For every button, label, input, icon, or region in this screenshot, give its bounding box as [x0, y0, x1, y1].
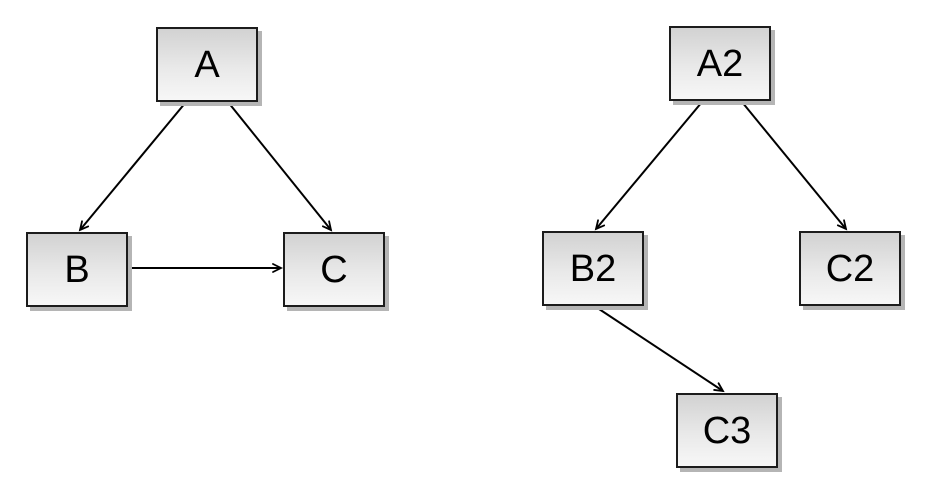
node-a[interactable]: A: [156, 27, 258, 102]
node-b[interactable]: B: [26, 232, 128, 307]
node-a-label: A: [194, 43, 220, 86]
node-a2-label: A2: [696, 42, 744, 85]
edge-a-c[interactable]: [227, 101, 333, 232]
node-c2[interactable]: C2: [799, 231, 901, 306]
node-c3-label: C3: [702, 409, 752, 452]
node-c2-label: C2: [825, 247, 875, 290]
node-c[interactable]: C: [283, 232, 385, 307]
edge-b2-c3[interactable]: [595, 306, 725, 393]
node-b2-label: B2: [569, 247, 617, 290]
node-c-label: C: [320, 248, 348, 291]
edge-a2-c2[interactable]: [741, 101, 848, 231]
node-a2[interactable]: A2: [669, 26, 771, 101]
edge-a2-b2[interactable]: [594, 101, 703, 231]
edge-a-b[interactable]: [78, 101, 187, 232]
node-b-label: B: [64, 248, 90, 291]
node-b2[interactable]: B2: [542, 231, 644, 306]
node-c3[interactable]: C3: [676, 393, 778, 468]
